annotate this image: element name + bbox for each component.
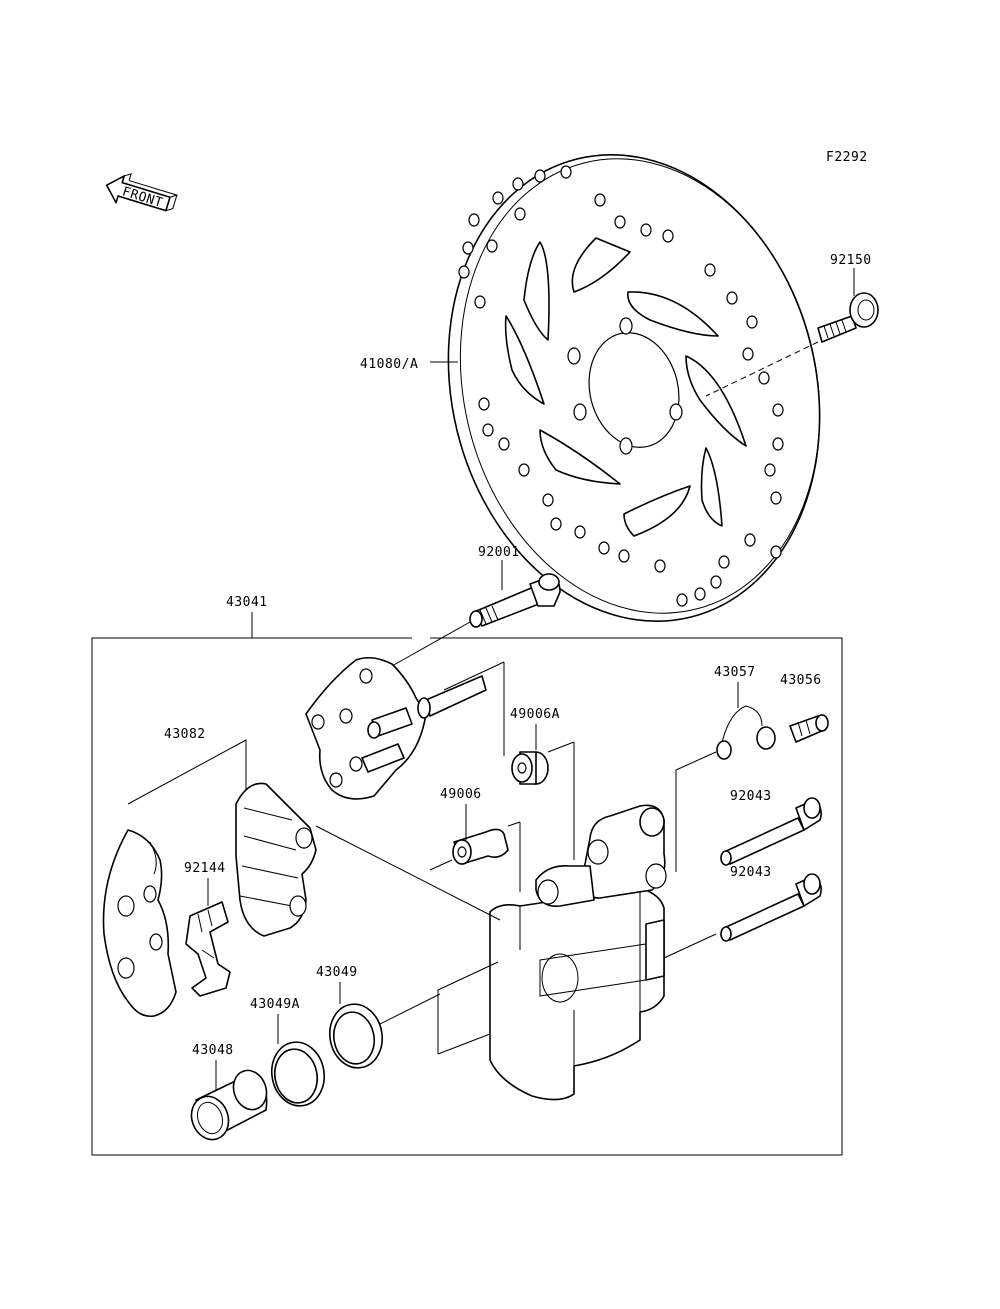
caliper-bracket	[305, 656, 487, 800]
slide-pin-lower	[720, 873, 822, 942]
boot	[452, 828, 509, 865]
brake-disc	[447, 154, 821, 622]
label-slide-pin-lower: 92043	[730, 865, 772, 880]
label-caliper-assy: 43041	[226, 595, 268, 610]
label-disc-bolt: 92150	[830, 253, 872, 268]
label-piston-seal: 43049	[316, 965, 358, 980]
dust-seal	[270, 1041, 326, 1107]
label-piston: 43048	[192, 1043, 234, 1058]
pad-holder	[102, 829, 177, 1018]
piston-seal	[328, 1003, 384, 1069]
piston	[190, 1069, 268, 1141]
front-arrow-icon: FRONT	[105, 173, 178, 212]
bleeder-cap	[716, 705, 776, 760]
caliper-assy-frame	[91, 637, 843, 1156]
label-boot: 49006	[440, 787, 482, 802]
pad-spring	[185, 901, 231, 997]
disc-bolt	[817, 292, 879, 343]
label-slide-pin-upper: 92043	[730, 789, 772, 804]
slide-pin-upper	[720, 797, 822, 866]
label-pad-holder: 43082	[164, 727, 206, 742]
caliper-body	[489, 804, 667, 1101]
label-pad-spring: 92144	[184, 861, 226, 876]
caliper-bolt	[469, 573, 561, 628]
label-dust-seal: 43049A	[250, 997, 300, 1012]
bleeder-valve	[789, 714, 829, 743]
figure-code: F2292	[826, 150, 868, 165]
label-bleeder-valve: 43056	[780, 673, 822, 688]
label-boot-a: 49006A	[510, 707, 560, 722]
label-bleeder-cap: 43057	[714, 665, 756, 680]
label-disc: 41080/A	[360, 357, 418, 372]
boot-a	[511, 751, 549, 785]
label-caliper-bolt: 92001	[478, 545, 520, 560]
brake-pad	[235, 782, 317, 937]
